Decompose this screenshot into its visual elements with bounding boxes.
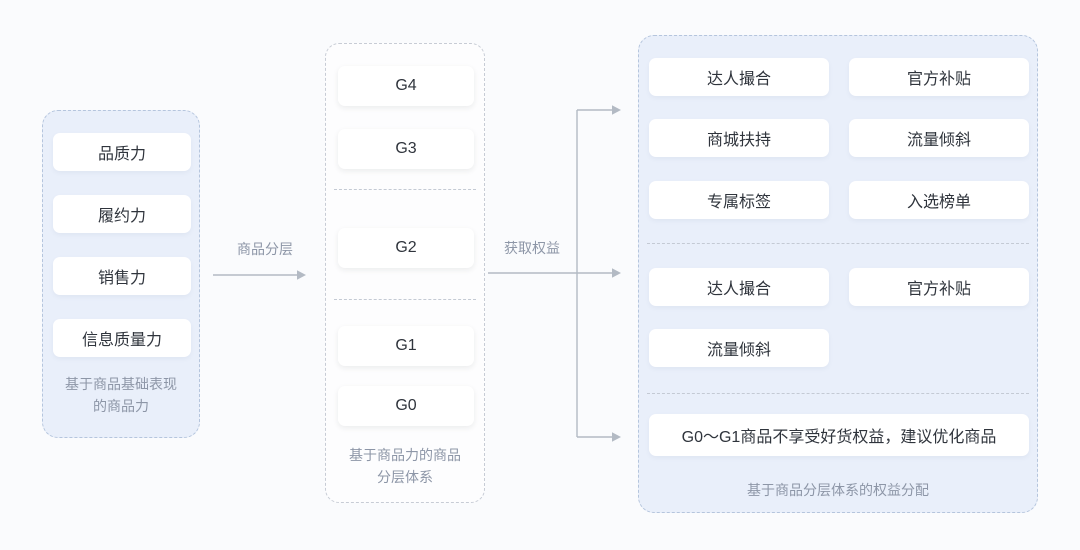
benefit-card: 达人撮合: [649, 58, 829, 96]
benefit-card: 达人撮合: [649, 268, 829, 306]
arrowhead-icon: [612, 268, 621, 278]
arrowhead-icon: [612, 432, 621, 442]
caption-line: 基于商品基础表现: [65, 376, 177, 392]
capability-card: 信息质量力: [53, 319, 191, 357]
benefit-card: 商城扶持: [649, 119, 829, 157]
benefit-card: 官方补贴: [849, 58, 1029, 96]
section-divider: [334, 299, 476, 300]
arrowhead-icon: [297, 270, 306, 280]
capability-card: 销售力: [53, 257, 191, 295]
caption-line: 基于商品分层体系的权益分配: [747, 482, 929, 498]
benefit-card: 入选榜单: [849, 181, 1029, 219]
benefit-card: 流量倾斜: [849, 119, 1029, 157]
panel-tier-system: G4 G3 G2 G1 G0 基于商品力的商品 分层体系: [325, 43, 485, 503]
panel-caption: 基于商品基础表现 的商品力: [43, 373, 199, 417]
section-divider: [647, 393, 1029, 394]
note-card: G0～G1商品不享受好货权益，建议优化商品: [649, 414, 1029, 456]
arrow-label-tiering: 商品分层: [237, 241, 293, 257]
benefit-card: 专属标签: [649, 181, 829, 219]
benefit-card: 官方补贴: [849, 268, 1029, 306]
panel-benefits: 达人撮合 官方补贴 商城扶持 流量倾斜 专属标签 入选榜单 达人撮合 官方补贴 …: [638, 35, 1038, 513]
caption-line: 分层体系: [377, 469, 433, 485]
tier-card: G2: [338, 228, 474, 268]
section-divider: [647, 243, 1029, 244]
panel-caption: 基于商品力的商品 分层体系: [326, 444, 484, 488]
capability-card: 品质力: [53, 133, 191, 171]
arrowhead-icon: [612, 105, 621, 115]
benefit-card: 流量倾斜: [649, 329, 829, 367]
tier-card: G1: [338, 326, 474, 366]
tier-card: G4: [338, 66, 474, 106]
capability-card: 履约力: [53, 195, 191, 233]
tier-card: G3: [338, 129, 474, 169]
arrow-label-benefits: 获取权益: [504, 240, 560, 256]
panel-caption: 基于商品分层体系的权益分配: [639, 479, 1037, 501]
section-divider: [334, 189, 476, 190]
tier-card: G0: [338, 386, 474, 426]
caption-line: 基于商品力的商品: [349, 447, 461, 463]
caption-line: 的商品力: [93, 398, 149, 414]
panel-product-power: 品质力 履约力 销售力 信息质量力 基于商品基础表现 的商品力: [42, 110, 200, 438]
